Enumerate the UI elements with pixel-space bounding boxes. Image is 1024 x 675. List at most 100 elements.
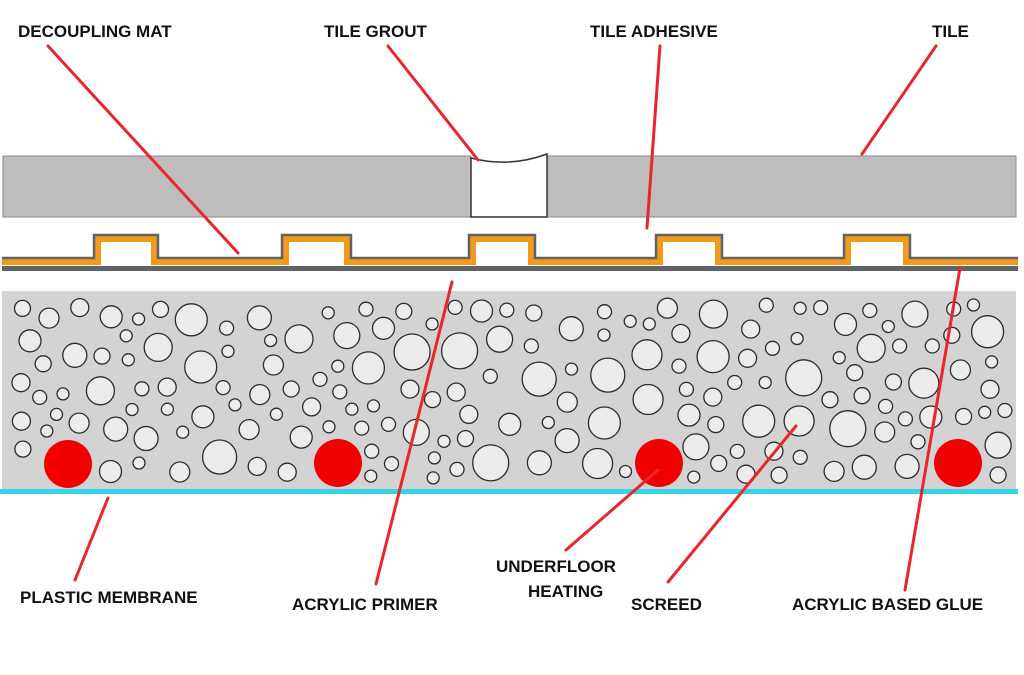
aggregate-bubble — [143, 332, 173, 363]
aggregate-bubble — [556, 391, 578, 413]
aggregate-bubble — [13, 299, 32, 318]
aggregate-bubble — [894, 453, 920, 480]
aggregate-bubble — [321, 306, 335, 320]
aggregate-bubble — [312, 371, 328, 388]
aggregate-bubble — [671, 323, 691, 344]
label-acrylic-based-glue: ACRYLIC BASED GLUE — [792, 595, 983, 614]
aggregate-bubble — [523, 338, 539, 354]
aggregate-bubble — [698, 299, 729, 329]
aggregate-bubble — [277, 462, 297, 482]
aggregate-bubble — [785, 359, 823, 397]
aggregate-bubble — [737, 348, 758, 368]
aggregate-bubble — [358, 301, 374, 317]
aggregate-bubble — [710, 454, 728, 473]
aggregate-bubble — [877, 398, 894, 415]
aggregate-bubble — [121, 353, 135, 367]
aggregate-bubble — [371, 316, 396, 340]
aggregate-bubble — [400, 379, 420, 399]
decoupling-mat-top-edge — [2, 233, 1018, 260]
aggregate-bubble — [984, 431, 1012, 459]
aggregate-bubble — [978, 405, 992, 419]
leader-line-acrylic-primer — [374, 280, 454, 586]
aggregate-bubble — [131, 312, 146, 326]
aggregate-bubble — [383, 456, 400, 472]
aggregate-bubble — [160, 402, 175, 416]
aggregate-bubble — [910, 434, 926, 450]
aggregate-bubble — [856, 333, 886, 363]
aggregate-bubble — [174, 303, 208, 337]
aggregate-bubble — [970, 315, 1005, 349]
aggregate-bubble — [14, 440, 32, 458]
aggregate-bubble — [380, 416, 397, 433]
aggregate-bubble — [93, 347, 111, 365]
aggregate-bubble — [862, 302, 878, 319]
label-tile: TILE — [932, 22, 969, 41]
aggregate-bubble — [485, 325, 514, 353]
aggregate-bubble — [498, 412, 522, 436]
aggregate-bubble — [851, 454, 877, 480]
aggregate-bubble — [581, 447, 614, 480]
aggregate-bubble — [32, 389, 48, 406]
aggregate-bubble — [289, 425, 313, 449]
aggregate-bubble — [437, 434, 451, 448]
aggregate-bubble — [472, 444, 510, 482]
aggregate-bubble — [980, 379, 1000, 399]
aggregate-bubble — [821, 391, 839, 409]
aggregate-bubble — [125, 402, 139, 417]
aggregate-bubble — [249, 383, 271, 406]
aggregate-bubble — [687, 470, 701, 484]
tile-right — [546, 155, 1017, 218]
aggregate-bubble — [354, 420, 370, 436]
heating-pipe — [314, 439, 362, 487]
aggregate-bubble — [228, 398, 242, 412]
aggregate-bubble — [456, 429, 475, 448]
aggregate-bubble — [678, 381, 695, 398]
aggregate-bubble — [38, 307, 60, 329]
leader-line-decoupling-mat — [46, 44, 240, 255]
aggregate-bubble — [525, 304, 543, 322]
aggregate-bubble — [526, 450, 553, 476]
label-decoupling-mat: DECOUPLING MAT — [18, 22, 172, 41]
aggregate-bubble — [263, 333, 278, 348]
aggregate-bubble — [40, 424, 54, 438]
label-underfloor-heating-line2: HEATING — [528, 582, 603, 601]
leader-line-screed — [666, 424, 798, 584]
aggregate-bubble — [954, 407, 973, 426]
aggregate-bubble — [446, 382, 466, 402]
aggregate-bubble — [469, 299, 494, 323]
label-tile-grout: TILE GROUT — [324, 22, 428, 41]
aggregate-bubble — [184, 350, 218, 384]
aggregate-bubble — [596, 304, 613, 320]
aggregate-bubble — [447, 299, 463, 316]
aggregate-bubble — [499, 302, 515, 318]
aggregate-bubble — [99, 305, 123, 329]
aggregate-bubble — [997, 402, 1013, 419]
aggregate-bubble — [332, 384, 348, 400]
aggregate-bubble — [631, 339, 663, 371]
aggregate-bubble — [989, 466, 1007, 484]
aggregate-bubble — [98, 459, 123, 484]
aggregate-bubble — [331, 359, 345, 373]
aggregate-bubble — [703, 387, 723, 407]
aggregate-bubble — [881, 319, 895, 334]
aggregate-bubble — [169, 461, 191, 483]
aggregate-bubble — [541, 415, 555, 430]
aggregate-bubble — [793, 301, 807, 315]
aggregate-bubble — [919, 405, 943, 429]
aggregate-bubble — [201, 439, 238, 475]
aggregate-bubble — [449, 461, 465, 478]
aggregate-bubble — [521, 361, 557, 397]
aggregate-bubble — [618, 464, 633, 479]
aggregate-bubble — [426, 471, 440, 485]
plastic-membrane-layer — [0, 489, 1018, 494]
aggregate-bubble — [393, 333, 431, 371]
aggregate-bubble — [846, 364, 864, 382]
aggregate-bubble — [564, 362, 579, 376]
leader-line-plastic-membrane — [73, 496, 110, 582]
aggregate-bubble — [427, 451, 442, 465]
aggregate-bubble — [176, 425, 190, 439]
aggregate-bubble — [49, 407, 64, 422]
heating-pipes — [44, 439, 982, 488]
aggregate-bubble — [770, 466, 788, 484]
